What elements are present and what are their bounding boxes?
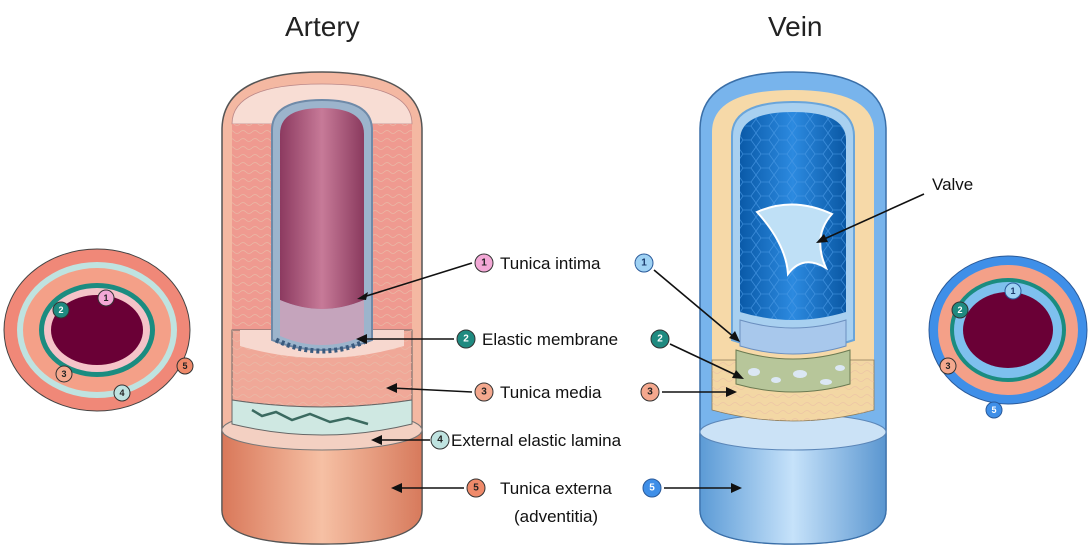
label-external-elastic-lamina: 4 External elastic lamina bbox=[431, 431, 622, 450]
badge-number: 5 bbox=[649, 483, 655, 494]
label-tunica-media: 3 Tunica media 3 bbox=[475, 383, 659, 402]
badge-number: 1 bbox=[103, 293, 108, 303]
vein-illustration bbox=[700, 72, 886, 544]
badge-number: 3 bbox=[61, 369, 66, 379]
label-tunica-intima: 1 Tunica intima 1 bbox=[475, 254, 653, 273]
badge-number: 2 bbox=[657, 334, 663, 345]
artery-section-badge-4: 4 bbox=[114, 385, 130, 401]
label-tunica-externa: 5 Tunica externa 5 (adventitia) bbox=[467, 479, 661, 526]
external-elastic-lamina-label: External elastic lamina bbox=[451, 431, 622, 450]
badge-number: 3 bbox=[647, 387, 653, 398]
artery-section-badge-3: 3 bbox=[56, 366, 72, 382]
badge-number: 4 bbox=[119, 388, 124, 398]
badge-number: 2 bbox=[463, 334, 469, 345]
badge-number: 5 bbox=[182, 361, 187, 371]
artery-section-badge-5: 5 bbox=[177, 358, 193, 374]
vein-section-badge-5: 5 bbox=[986, 402, 1002, 418]
badge-number: 4 bbox=[437, 435, 443, 446]
tunica-media-label: Tunica media bbox=[500, 383, 602, 402]
tunica-intima-label: Tunica intima bbox=[500, 254, 601, 273]
label-elastic-membrane: 2 Elastic membrane 2 bbox=[457, 330, 669, 349]
valve-label: Valve bbox=[932, 175, 973, 194]
vein-title: Vein bbox=[768, 11, 823, 42]
badge-number: 1 bbox=[1010, 286, 1015, 296]
vein-section-badge-3: 3 bbox=[940, 358, 956, 374]
artery-title: Artery bbox=[285, 11, 360, 42]
artery-illustration bbox=[222, 72, 422, 544]
vein-section-badge-1: 1 bbox=[1005, 283, 1021, 299]
artery-section-badge-2: 2 bbox=[53, 302, 69, 318]
badge-number: 3 bbox=[945, 361, 950, 371]
badge-number: 1 bbox=[641, 258, 647, 269]
vein-section-badge-2: 2 bbox=[952, 302, 968, 318]
artery-section-badge-1: 1 bbox=[98, 290, 114, 306]
tunica-externa-label: Tunica externa bbox=[500, 479, 612, 498]
badge-number: 2 bbox=[957, 305, 962, 315]
badge-number: 2 bbox=[58, 305, 63, 315]
badge-number: 5 bbox=[991, 405, 996, 415]
artery-cross-section bbox=[4, 249, 190, 411]
vein-cross-section bbox=[929, 256, 1087, 404]
adventitia-label: (adventitia) bbox=[514, 507, 598, 526]
badge-number: 3 bbox=[481, 387, 487, 398]
badge-number: 1 bbox=[481, 258, 487, 269]
elastic-membrane-label: Elastic membrane bbox=[482, 330, 618, 349]
badge-number: 5 bbox=[473, 483, 479, 494]
